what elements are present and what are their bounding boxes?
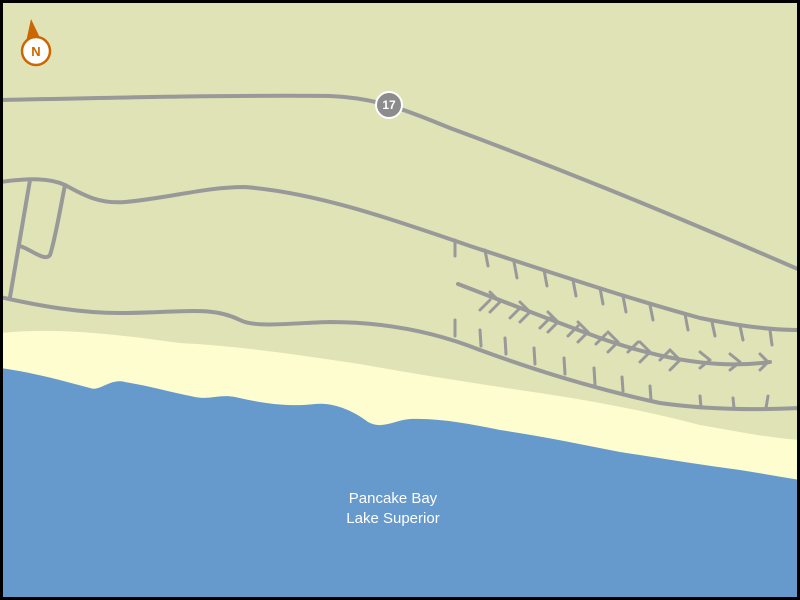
highway-number-label: 17 (382, 98, 396, 112)
north-label: N (31, 44, 40, 59)
connector-road-left[interactable] (8, 178, 32, 299)
campground-road-upper[interactable] (3, 177, 797, 332)
connector-loop-road[interactable] (18, 183, 67, 260)
north-arrow: N (20, 19, 52, 67)
water-label-line2: Lake Superior (346, 510, 439, 527)
campsite-markers (453, 238, 774, 410)
highway-shield[interactable]: 17 (375, 91, 403, 119)
campsite-marker[interactable] (453, 238, 774, 347)
north-arrow-circle (20, 35, 52, 67)
campsite-marker[interactable] (478, 298, 672, 362)
highway-shield-icon (375, 91, 403, 119)
water-label-line1: Pancake Bay (349, 490, 438, 507)
lake-superior-water (3, 368, 797, 597)
water-label: Pancake Bay Lake Superior (346, 490, 439, 527)
campsite-marker[interactable] (488, 290, 770, 372)
campground-map[interactable]: 17 N Pancake Bay Lake Superior (3, 3, 797, 597)
campsite-marker[interactable] (453, 318, 770, 410)
campground-road-lower[interactable] (3, 295, 797, 412)
